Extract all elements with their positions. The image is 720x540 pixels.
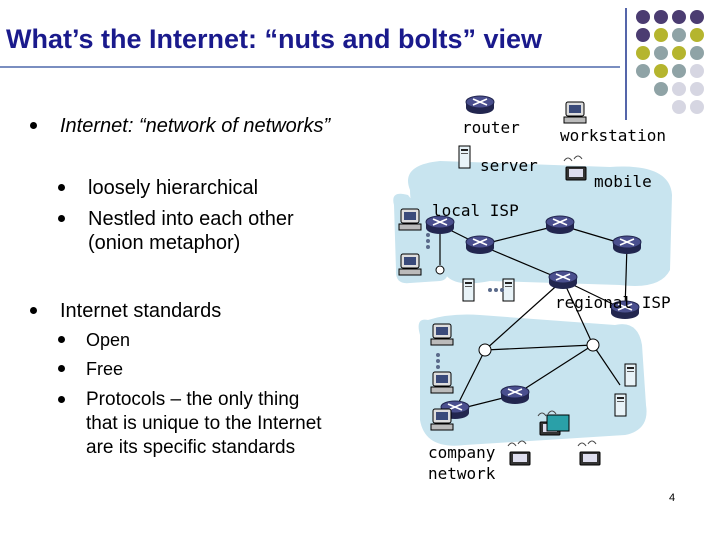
bullet-dot xyxy=(58,336,65,343)
corner-dot xyxy=(654,82,668,96)
bullet-dot xyxy=(58,184,65,191)
hub-icon xyxy=(586,338,600,352)
label-local-isp: local ISP xyxy=(432,201,519,220)
bullet-text-line: Nestled into each other xyxy=(88,208,294,230)
server-legend xyxy=(458,145,471,169)
corner-dot xyxy=(636,64,650,78)
bullet-text-line: Protocols – the only thing xyxy=(86,389,300,410)
network-diagram xyxy=(393,95,672,466)
router xyxy=(500,385,530,405)
corner-dot xyxy=(672,100,686,114)
label-workstation: workstation xyxy=(560,126,666,145)
corner-dot xyxy=(654,10,668,24)
server xyxy=(624,363,637,387)
modem-icon xyxy=(435,265,445,275)
corner-dot xyxy=(690,46,704,60)
internet-term: Internet: xyxy=(60,115,134,137)
bullet-text-line: that is unique to the Internet xyxy=(86,413,322,434)
label-regional-isp: regional ISP xyxy=(555,293,671,312)
corner-dot xyxy=(654,64,668,78)
page-number: 4 xyxy=(669,492,676,504)
bullet-dot xyxy=(30,122,37,129)
corner-dot xyxy=(636,28,650,42)
mobile-legend xyxy=(563,155,587,181)
label-company: company xyxy=(428,443,496,462)
mobile xyxy=(507,440,531,466)
hub-icon xyxy=(478,343,492,357)
corner-dot xyxy=(672,46,686,60)
corner-dot xyxy=(690,28,704,42)
mobile xyxy=(577,440,601,466)
title-underline xyxy=(0,66,620,68)
router-legend xyxy=(465,95,495,115)
corner-dot xyxy=(690,10,704,24)
router xyxy=(465,235,495,255)
corner-dot xyxy=(672,64,686,78)
bullet-dot xyxy=(58,215,65,222)
label-router: router xyxy=(462,118,520,137)
corner-dot xyxy=(690,64,704,78)
workstation xyxy=(430,408,454,431)
bullet-text: Open xyxy=(86,330,131,350)
bullet-text-line: are its specific standards xyxy=(86,437,296,458)
router xyxy=(545,215,575,235)
corner-dot xyxy=(636,46,650,60)
workstation xyxy=(398,208,422,231)
server xyxy=(502,278,515,302)
corner-dot xyxy=(672,28,686,42)
bullet-text: Free xyxy=(86,359,124,379)
bullet-dot xyxy=(58,365,65,372)
bullet-text: loosely hierarchical xyxy=(88,177,259,199)
access-point-icon xyxy=(546,414,570,432)
internet-definition: “network of networks” xyxy=(133,115,331,137)
server xyxy=(614,393,627,417)
corner-dot xyxy=(672,10,686,24)
corner-dot xyxy=(654,28,668,42)
slide-title: What’s the Internet: “nuts and bolts” vi… xyxy=(6,24,543,54)
label-network: network xyxy=(428,464,496,483)
corner-dot xyxy=(672,82,686,96)
bullet-dot xyxy=(58,396,65,403)
bullet-text: Internet standards xyxy=(60,300,222,322)
router xyxy=(612,235,642,255)
workstation xyxy=(430,371,454,394)
label-mobile: mobile xyxy=(594,172,652,191)
workstation-legend xyxy=(563,101,587,124)
workstation xyxy=(398,253,422,276)
corner-dot xyxy=(654,46,668,60)
corner-dot xyxy=(690,82,704,96)
corner-dot xyxy=(636,10,650,24)
corner-divider xyxy=(625,8,627,120)
router xyxy=(548,270,578,290)
corner-dot xyxy=(690,100,704,114)
label-server: server xyxy=(480,156,538,175)
bullet-text-line: (onion metaphor) xyxy=(88,232,241,254)
server xyxy=(462,278,475,302)
regional-isp-cloud xyxy=(408,161,672,286)
bullet-dot xyxy=(30,307,37,314)
workstation xyxy=(430,323,454,346)
